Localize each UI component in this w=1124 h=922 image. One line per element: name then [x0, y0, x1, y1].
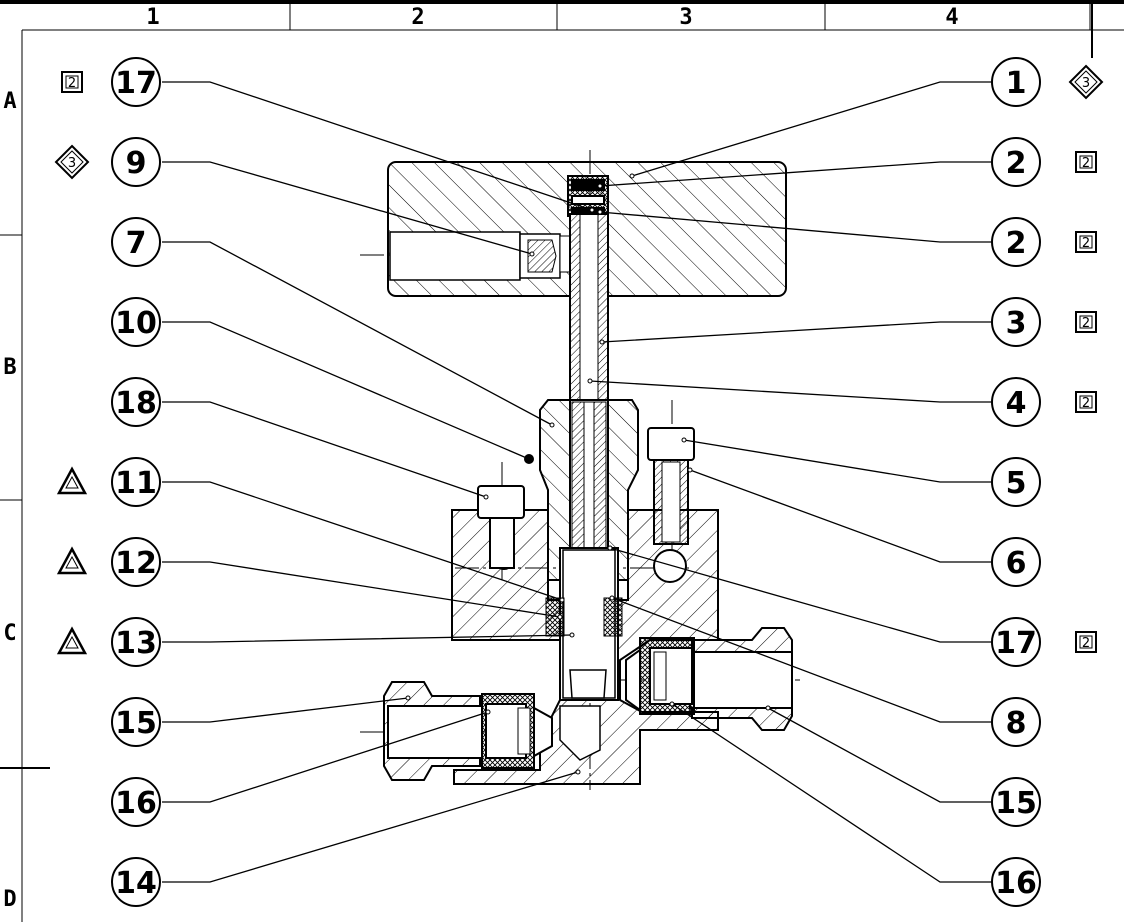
- right-balloon-10: 16: [991, 857, 1041, 907]
- right-box-flag-7: 2: [1075, 631, 1097, 653]
- left-balloon-6: 12: [111, 537, 161, 587]
- right-box-flag-4: 2: [1075, 391, 1097, 413]
- right-balloon-5: 5: [991, 457, 1041, 507]
- left-triangle-flag-5: [56, 466, 88, 495]
- left-balloon-8: 15: [111, 697, 161, 747]
- grid-column-1: 1: [146, 5, 159, 30]
- left-balloon-label-5: 11: [115, 466, 157, 501]
- right-balloon-label-6: 6: [1006, 546, 1027, 581]
- grid-row-b: B: [3, 355, 16, 380]
- right-balloon-7: 17: [991, 617, 1041, 667]
- right-balloon-label-2: 2: [1006, 226, 1027, 261]
- balloons-left: 17 2 9 3 7 10 18 11 12 13 15 16 14: [54, 57, 161, 907]
- left-balloon-0: 17: [111, 57, 161, 107]
- leader-dots: [405, 173, 771, 775]
- right-balloon-label-10: 16: [995, 866, 1037, 901]
- right-flag-text-7: 2: [1082, 636, 1090, 651]
- right-fitting-part: [625, 627, 793, 731]
- right-balloon-3: 3: [991, 297, 1041, 347]
- left-fitting-part: [383, 681, 553, 781]
- right-balloon-0: 1: [991, 57, 1041, 107]
- left-balloon-2: 7: [111, 217, 161, 267]
- left-balloon-label-6: 12: [115, 546, 157, 581]
- left-balloon-label-1: 9: [126, 146, 147, 181]
- right-flag-text-2: 2: [1082, 236, 1090, 251]
- left-balloon-5: 11: [111, 457, 161, 507]
- right-balloon-6: 6: [991, 537, 1041, 587]
- left-balloon-label-7: 13: [115, 626, 157, 661]
- leader-lines: [162, 81, 992, 883]
- left-balloon-10: 14: [111, 857, 161, 907]
- right-flag-text-3: 2: [1082, 316, 1090, 331]
- left-triangle-flag-7: [56, 626, 88, 655]
- right-balloon-4: 4: [991, 377, 1041, 427]
- right-box-flag-2: 2: [1075, 231, 1097, 253]
- left-flag-text-0: 2: [68, 76, 76, 91]
- left-balloon-label-0: 17: [115, 66, 157, 101]
- grid-labels: 1 2 3 4 A B C D: [3, 5, 958, 912]
- left-balloon-label-9: 16: [115, 786, 157, 821]
- left-balloon-label-3: 10: [115, 306, 157, 341]
- right-balloon-label-9: 15: [995, 786, 1037, 821]
- grid-column-2: 2: [411, 5, 424, 30]
- right-balloon-2: 2: [991, 217, 1041, 267]
- right-balloon-9: 15: [991, 777, 1041, 827]
- left-balloon-label-2: 7: [126, 226, 147, 261]
- left-balloon-3: 10: [111, 297, 161, 347]
- right-flag-text-1: 2: [1082, 156, 1090, 171]
- left-flag-text-1: 3: [68, 156, 76, 171]
- right-box-flag-1: 2: [1075, 151, 1097, 173]
- right-flag-text-4: 2: [1082, 396, 1090, 411]
- left-diamond-flag-1: 3: [54, 144, 90, 180]
- left-box-flag-0: 2: [61, 71, 83, 93]
- right-balloon-label-7: 17: [995, 626, 1037, 661]
- bonnet-part: [524, 399, 639, 581]
- bolt-parts: [477, 427, 695, 569]
- grid-column-4: 4: [945, 5, 958, 30]
- grid-row-d: D: [3, 887, 16, 912]
- grid-row-c: C: [3, 621, 16, 646]
- right-balloon-label-5: 5: [1006, 466, 1027, 501]
- right-balloon-label-0: 1: [1006, 66, 1027, 101]
- right-balloon-label-1: 2: [1006, 146, 1027, 181]
- right-balloon-label-8: 8: [1006, 706, 1027, 741]
- right-balloon-label-4: 4: [1006, 386, 1027, 421]
- right-flag-text-0: 3: [1082, 76, 1090, 91]
- left-balloon-9: 16: [111, 777, 161, 827]
- left-balloon-label-10: 14: [115, 866, 157, 901]
- left-balloon-4: 18: [111, 377, 161, 427]
- right-balloon-1: 2: [991, 137, 1041, 187]
- grid-column-3: 3: [679, 5, 692, 30]
- right-balloon-label-3: 3: [1006, 306, 1027, 341]
- right-diamond-flag-0: 3: [1068, 64, 1104, 100]
- right-balloon-8: 8: [991, 697, 1041, 747]
- left-balloon-1: 9: [111, 137, 161, 187]
- right-box-flag-3: 2: [1075, 311, 1097, 333]
- left-balloon-7: 13: [111, 617, 161, 667]
- left-balloon-label-4: 18: [115, 386, 157, 421]
- left-balloon-label-8: 15: [115, 706, 157, 741]
- grid-row-a: A: [3, 89, 16, 114]
- left-triangle-flag-6: [56, 546, 88, 575]
